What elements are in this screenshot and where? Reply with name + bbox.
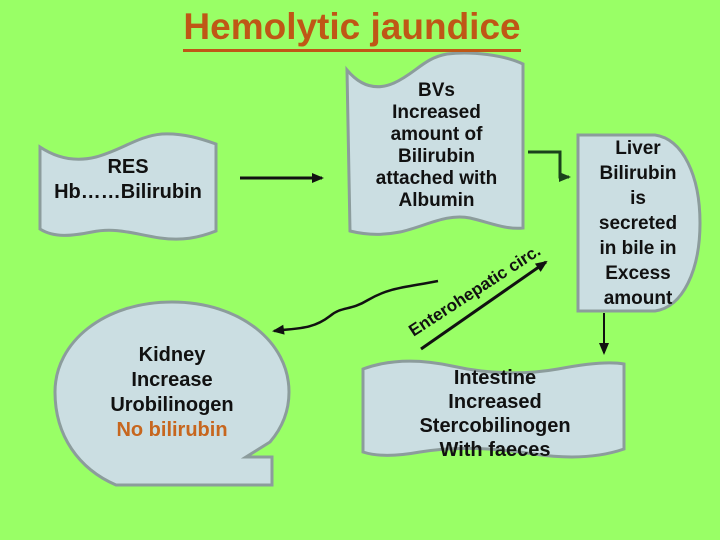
intestine-label: Intestine Increased Stercobilinogen With… [419, 367, 571, 461]
liver-shape [576, 133, 702, 313]
liver-label: Liver Bilirubin is secreted in bile in E… [598, 138, 678, 309]
slide-title: Hemolytic jaundice [0, 6, 704, 52]
res-label: RES Hb……Bilirubin [54, 156, 202, 203]
kidney-shape [53, 300, 291, 487]
res-shape [38, 132, 218, 241]
bvs-shape [345, 51, 525, 236]
kidney-label: Kidney Increase Urobilinogen [110, 344, 234, 416]
slide-title-text: Hemolytic jaundice [183, 6, 521, 52]
bvs-label: BVs Increased amount of Bilirubin attach… [375, 80, 498, 211]
arrow-enterohepatic [420, 260, 548, 351]
arrow-bvs-to-liver-elbow [528, 150, 571, 182]
kidney-no-bilirubin-label: No bilirubin [116, 419, 228, 441]
arrow-curve-to-kidney [272, 279, 439, 335]
intestine-shape [361, 359, 626, 459]
